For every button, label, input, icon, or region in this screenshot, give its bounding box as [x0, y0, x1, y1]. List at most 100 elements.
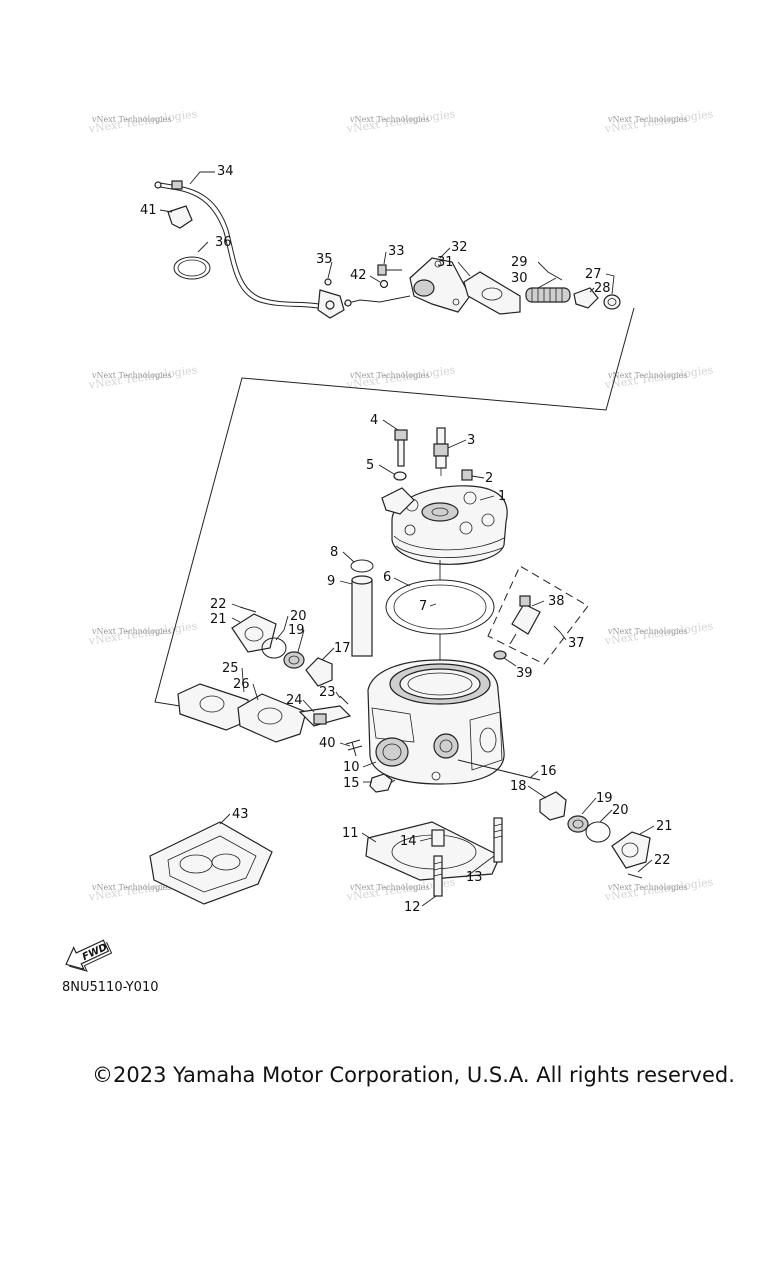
- callout-23: 23: [319, 685, 336, 700]
- cable-34-outer: [159, 186, 329, 311]
- valve-24: [298, 705, 352, 727]
- leader-12: [421, 895, 437, 907]
- rod-16: [457, 759, 541, 781]
- actuator-bolt-hole: [452, 298, 460, 306]
- o-ring-20: [261, 637, 287, 659]
- cylinder-block-10: [367, 659, 505, 785]
- callout-24: 24: [286, 693, 303, 708]
- o-ring-8: [350, 559, 374, 573]
- cable-adjuster: [171, 180, 183, 190]
- pin-29: [547, 271, 563, 281]
- leader-8: [342, 551, 355, 563]
- watermark-text: vNext Technologies: [349, 371, 429, 380]
- leader-11: [361, 832, 377, 843]
- watermark-text: vNext Technologies: [607, 115, 687, 124]
- leader-22: [231, 603, 241, 608]
- bolt-33-head: [377, 264, 387, 276]
- callout-33: 33: [388, 244, 405, 259]
- leader-9: [339, 580, 353, 585]
- cover-21-right-boss: [621, 842, 639, 858]
- sleeve-9: [351, 575, 373, 657]
- leader-20: [275, 615, 289, 641]
- callout-labels: 34 41 36 35 33 42 32 31 29 30 27 28 4 3 …: [140, 164, 673, 915]
- leader-2: [471, 475, 485, 479]
- callout-43: 43: [232, 807, 249, 822]
- cover-21-boss: [244, 626, 264, 642]
- callout-31: 31: [437, 255, 454, 270]
- band-36-inner: [177, 259, 207, 277]
- watermark-text: vNext Technologies: [349, 883, 429, 892]
- gasket-25-hole: [199, 695, 225, 713]
- seal-27: [603, 294, 621, 310]
- leader-17: [321, 647, 335, 661]
- link-rod: [343, 295, 411, 305]
- leader-41: [159, 209, 173, 213]
- bearing-19-right-inner: [572, 819, 584, 829]
- leader-43: [219, 813, 231, 825]
- callout-4: 4: [370, 413, 378, 428]
- callout-32: 32: [451, 240, 468, 255]
- leader-28: [589, 287, 595, 293]
- washer-5: [393, 471, 407, 481]
- exhaust-valve-cable-assembly: [154, 180, 621, 319]
- stud-40: [345, 739, 363, 757]
- bolt-22-right: [627, 873, 643, 879]
- cable-end: [154, 181, 162, 189]
- leader-19-right: [581, 797, 597, 815]
- callout-28: 28: [594, 281, 611, 296]
- callout-20-right: 20: [612, 803, 629, 818]
- o-ring-20-right: [585, 821, 611, 843]
- callout-6: 6: [383, 570, 391, 585]
- leader-25: [241, 667, 245, 693]
- watermark-text: vNext Technologies: [607, 627, 687, 636]
- screw-35: [324, 278, 332, 286]
- actuator-bolt-hole: [434, 260, 442, 268]
- callout-40: 40: [319, 736, 336, 751]
- leader-20-right: [599, 809, 613, 823]
- watermark-text: vNext Technologies: [607, 371, 687, 380]
- gasket-kit-43-inner: [167, 835, 257, 893]
- nut-15: [369, 773, 393, 793]
- leader-42: [369, 275, 381, 283]
- leader-7: [429, 603, 437, 607]
- washer-42: [379, 279, 389, 289]
- callout-35: 35: [316, 252, 333, 267]
- actuator-boss: [413, 279, 435, 297]
- callout-17: 17: [334, 641, 351, 656]
- gasket-kit-43-hole: [211, 853, 241, 871]
- gasket-31-hole: [481, 287, 503, 301]
- callout-12: 12: [404, 900, 421, 915]
- bolt-22: [239, 606, 257, 613]
- copyright-notice: ©2023 Yamaha Motor Corporation, U.S.A. A…: [92, 1063, 735, 1087]
- callout-25: 25: [222, 661, 239, 676]
- leader-18: [527, 785, 547, 799]
- callout-18: 18: [510, 779, 527, 794]
- gasket-31: [463, 271, 521, 315]
- watermark: vNext Technologies vNext Technologies: [87, 363, 198, 391]
- base-gasket-11: [365, 821, 501, 881]
- leader-21: [231, 617, 241, 623]
- o-ring-7: [393, 584, 487, 630]
- leader-37: [553, 625, 567, 641]
- collar-17: [305, 657, 333, 687]
- watermark: vNext Technologies vNext Technologies: [603, 107, 714, 135]
- callout-42: 42: [350, 268, 367, 283]
- watermark: vNext Technologies vNext Technologies: [603, 619, 714, 647]
- callout-10: 10: [343, 760, 360, 775]
- seal-39: [493, 650, 507, 660]
- callout-16: 16: [540, 764, 557, 779]
- callout-3: 3: [467, 433, 475, 448]
- leader-10: [362, 761, 377, 768]
- leader-5: [378, 464, 395, 475]
- bracket-35-hole: [325, 300, 335, 310]
- callout-36: 36: [215, 235, 232, 250]
- callout-30: 30: [511, 271, 528, 286]
- callout-8: 8: [330, 545, 338, 560]
- callout-14: 14: [400, 834, 417, 849]
- callout-1: 1: [498, 489, 506, 504]
- leader-40: [339, 742, 351, 747]
- bearing-19-right: [567, 815, 589, 833]
- leader-13: [465, 855, 495, 878]
- clip-41: [167, 205, 193, 229]
